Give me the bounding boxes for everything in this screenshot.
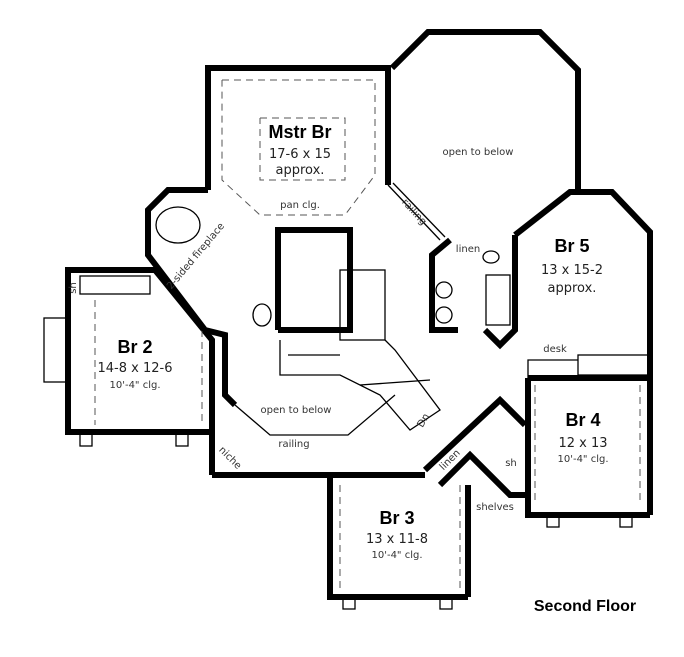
shelves-label: shelves — [476, 502, 514, 513]
br5-note: approx. — [548, 281, 597, 296]
master-name: Mstr Br — [268, 122, 331, 142]
desk-label: desk — [543, 344, 567, 355]
br5-name: Br 5 — [554, 236, 589, 256]
stairs-down-label: Dn — [416, 412, 433, 430]
labels: Mstr Br 17-6 x 15 approx. pan clg. open … — [68, 122, 636, 615]
sh-br2-label: sh — [68, 282, 79, 294]
bedroom-4 — [525, 378, 650, 528]
linen-bath-label: linen — [456, 244, 480, 255]
railing-upper — [387, 184, 441, 241]
fireplace-label: 2-sided fireplace — [165, 221, 227, 292]
open-to-below-center-label: open to below — [261, 405, 332, 416]
master-bedroom — [205, 65, 391, 216]
niche-label: niche — [216, 445, 243, 472]
br4-name: Br 4 — [565, 410, 600, 430]
master-ceiling: pan clg. — [280, 200, 320, 211]
br4-size: 12 x 13 — [558, 436, 607, 451]
bedroom-5 — [513, 189, 653, 515]
stairs — [275, 227, 441, 431]
open-to-below-center — [222, 340, 396, 436]
open-to-below-upper — [387, 29, 581, 241]
master-bath — [145, 187, 272, 340]
sh-br4-label: sh — [505, 458, 517, 469]
bedroom-2 — [43, 267, 215, 475]
open-to-below-upper-label: open to below — [443, 147, 514, 158]
br5-size: 13 x 15-2 — [541, 263, 603, 278]
br4-ceiling: 10'-4" clg. — [557, 454, 608, 465]
railing-center-label: railing — [278, 439, 309, 450]
br2-ceiling: 10'-4" clg. — [109, 380, 160, 391]
br3-ceiling: 10'-4" clg. — [371, 550, 422, 561]
hall-closets — [422, 395, 528, 597]
bedroom-3 — [212, 472, 468, 610]
master-size: 17-6 x 15 — [269, 147, 331, 162]
br3-name: Br 3 — [379, 508, 414, 528]
br2-name: Br 2 — [117, 337, 152, 357]
plan-title: Second Floor — [534, 598, 636, 615]
br3-size: 13 x 11-8 — [366, 532, 428, 547]
railing-upper-label: railing — [399, 197, 428, 228]
br2-size: 14-8 x 12-6 — [98, 361, 173, 376]
bath-right — [429, 235, 518, 350]
master-note: approx. — [276, 163, 325, 178]
